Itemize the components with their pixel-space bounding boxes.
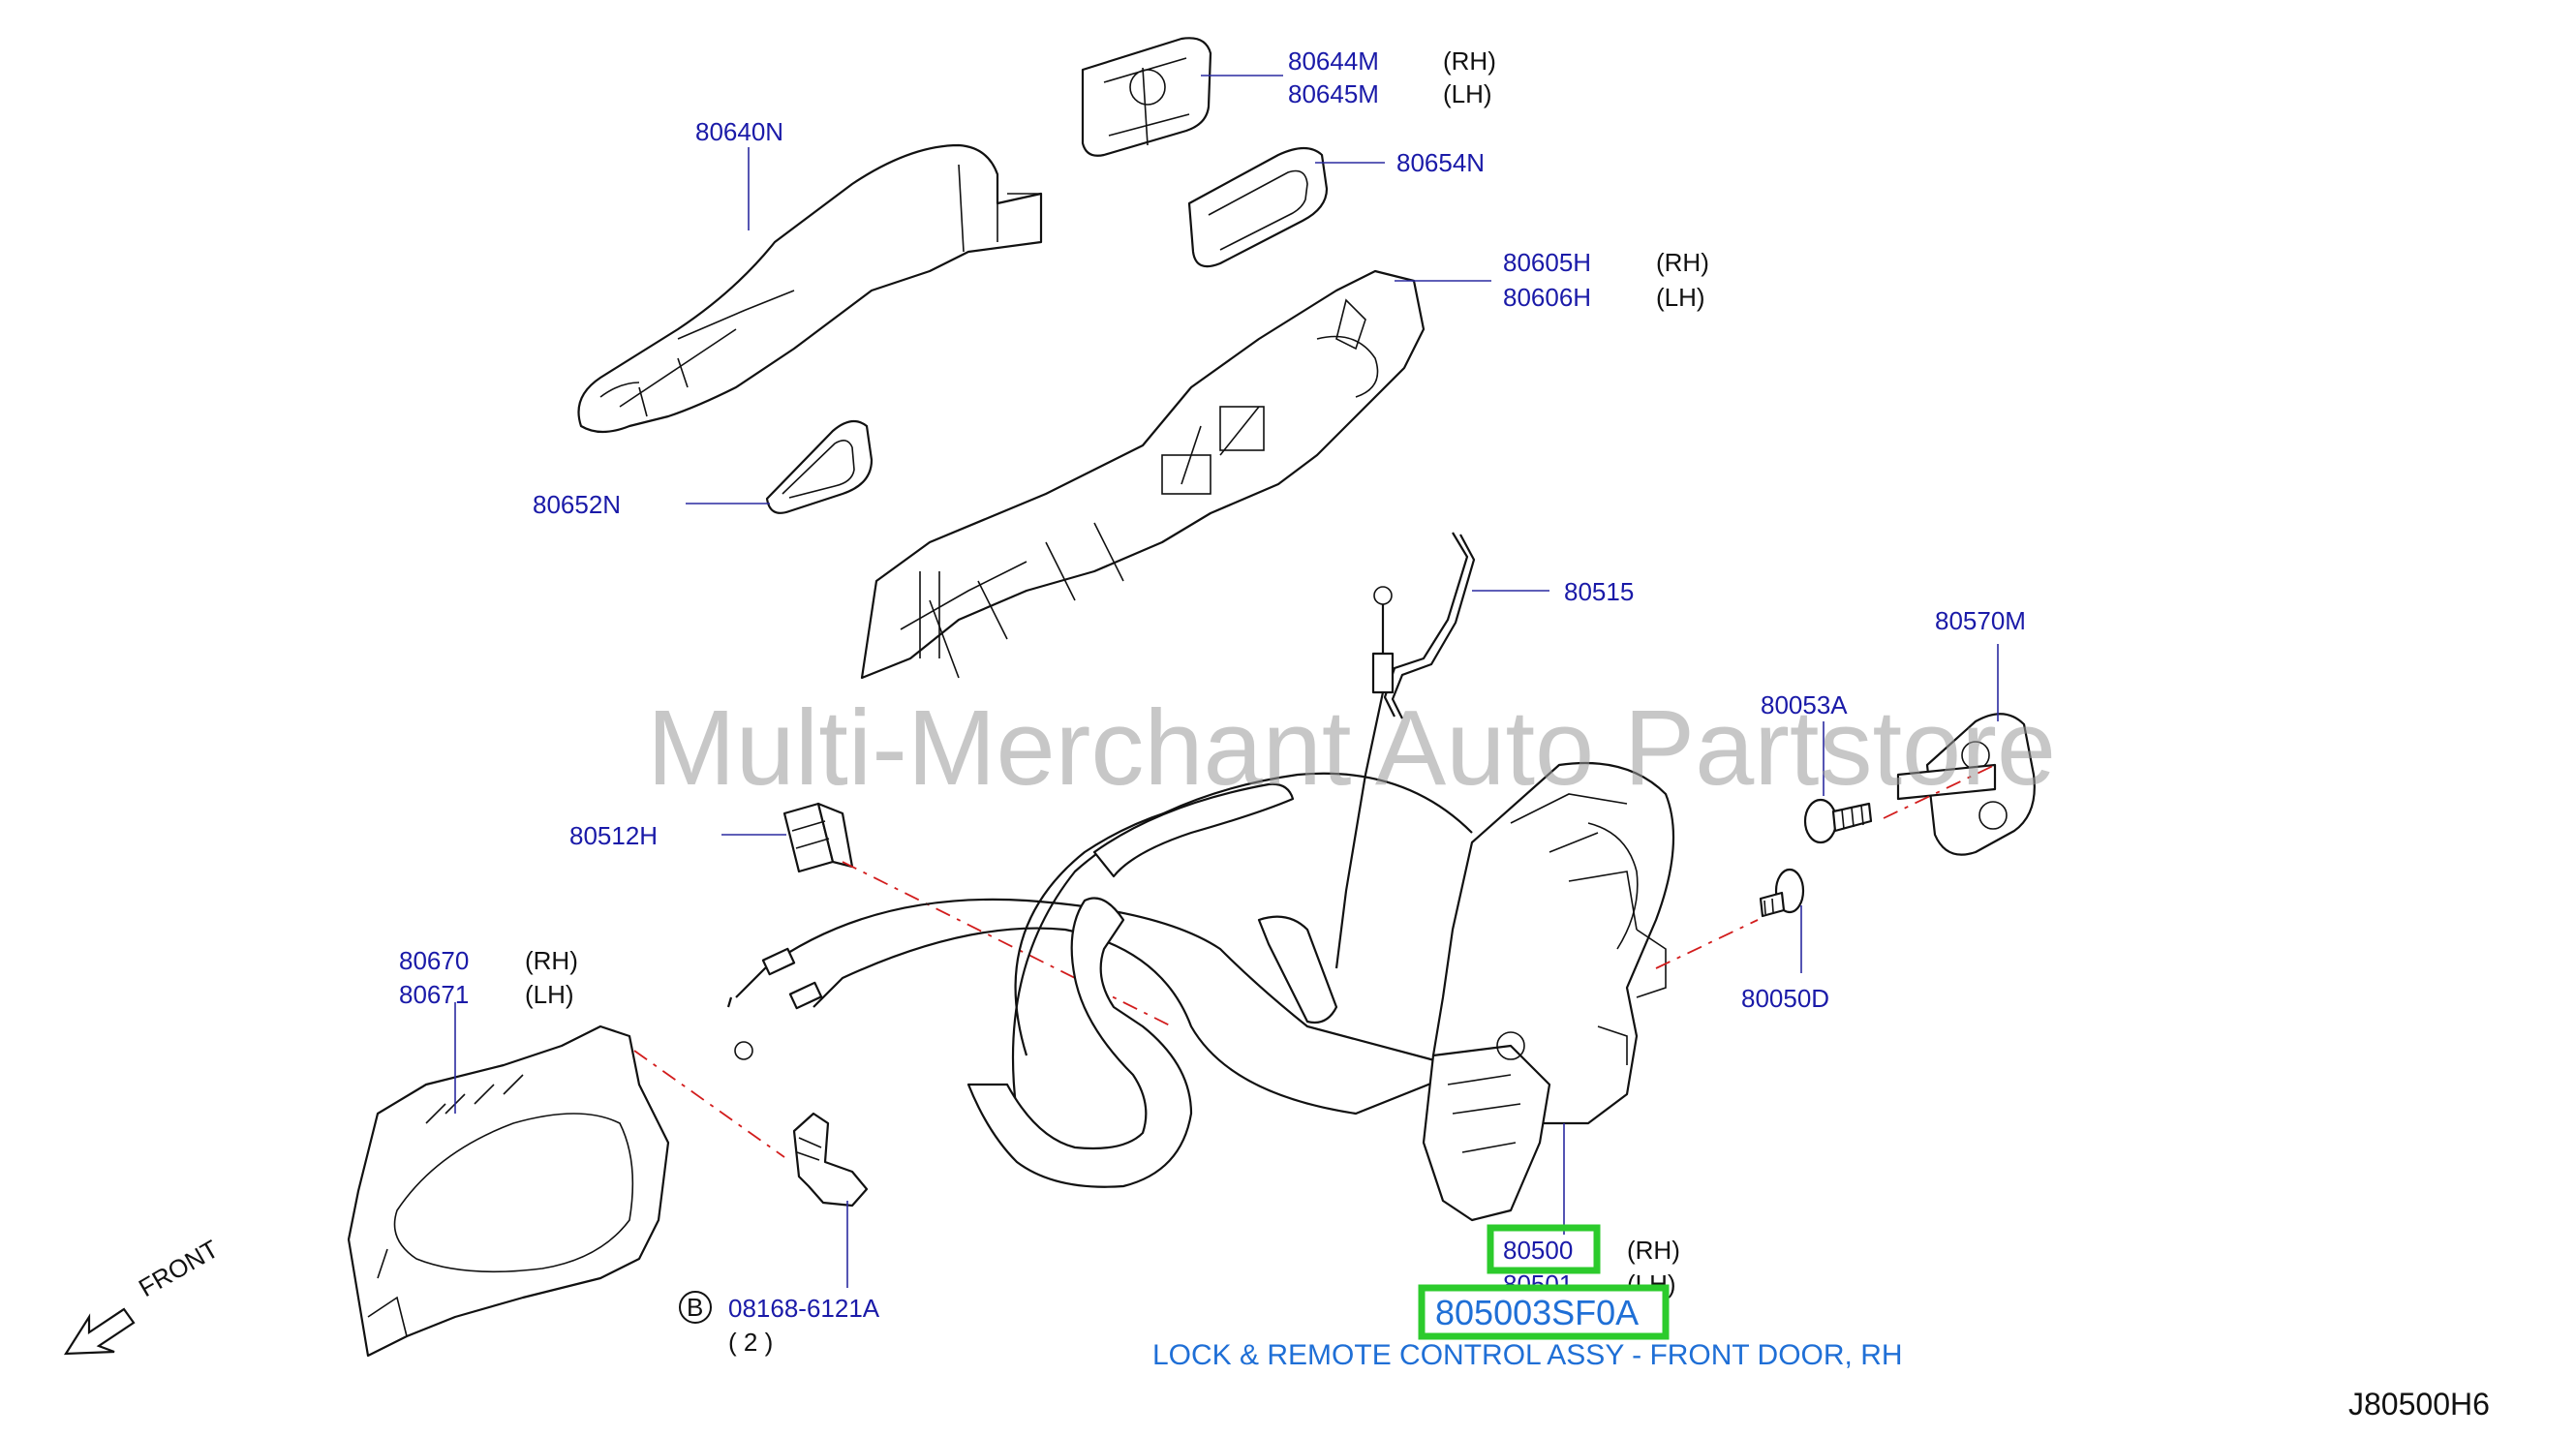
striker-80570M[interactable] (1896, 713, 2036, 856)
label-80645M[interactable]: 80645M (1288, 79, 1379, 108)
label-80515[interactable]: 80515 (1564, 577, 1634, 606)
label-80644M-side: (RH) (1443, 46, 1496, 76)
label-80654N[interactable]: 80654N (1396, 148, 1485, 177)
handle-cover-80644M[interactable] (1081, 37, 1212, 157)
escutcheon-80652N[interactable] (765, 419, 874, 514)
label-08168-qty: ( 2 ) (728, 1328, 773, 1357)
handle-bracket-80605H[interactable] (860, 269, 1426, 680)
label-80671-side: (LH) (525, 980, 574, 1009)
outside-handle-80640N[interactable] (577, 143, 1043, 434)
screw-80050D[interactable] (1759, 868, 1805, 918)
label-80570M[interactable]: 80570M (1935, 606, 2026, 635)
highlight-part-number (1418, 1284, 1670, 1340)
label-80670[interactable]: 80670 (399, 946, 469, 975)
screw-80053A[interactable] (1803, 798, 1873, 844)
label-80500-side: (RH) (1627, 1236, 1680, 1265)
rod-80515[interactable] (1383, 532, 1476, 719)
label-80671[interactable]: 80671 (399, 980, 469, 1009)
gasket-80654N[interactable] (1187, 146, 1329, 268)
label-80644M[interactable]: 80644M (1288, 46, 1379, 76)
connector-80512H[interactable] (782, 802, 854, 873)
centerline-connector (842, 861, 1173, 1027)
label-80053A[interactable]: 80053A (1761, 690, 1848, 719)
label-08168[interactable]: 08168-6121A (728, 1294, 880, 1323)
label-80500[interactable]: 80500 (1503, 1236, 1573, 1265)
front-label: FRONT (134, 1234, 224, 1302)
label-80606H-side: (LH) (1656, 283, 1705, 312)
centerline-bolt (633, 1050, 785, 1158)
label-80605H-side: (RH) (1656, 248, 1709, 277)
label-80652N[interactable]: 80652N (533, 490, 621, 519)
label-80605H[interactable]: 80605H (1503, 248, 1591, 277)
bolt-08168-6121A[interactable] (792, 1112, 869, 1208)
front-arrow-icon (63, 1307, 136, 1356)
cable-protector (966, 782, 1338, 1188)
label-80512H[interactable]: 80512H (569, 821, 658, 850)
centerline-lock-screw (1655, 919, 1759, 969)
lock-cables (726, 772, 1473, 1116)
label-80645M-side: (LH) (1443, 79, 1492, 108)
highlight-80500 (1487, 1224, 1601, 1274)
label-80640N[interactable]: 80640N (695, 117, 783, 146)
bolt-badge-circle (679, 1291, 712, 1324)
door-lock-assy-80500[interactable] (1422, 761, 1675, 1222)
label-80050D[interactable]: 80050D (1741, 984, 1829, 1013)
handle-cable (1334, 586, 1395, 969)
centerline-striker (1883, 764, 1996, 819)
watermark: Multi-Merchant Auto Partstore (647, 688, 2056, 808)
label-80606H[interactable]: 80606H (1503, 283, 1591, 312)
diagram-caption: LOCK & REMOTE CONTROL ASSY - FRONT DOOR,… (1152, 1339, 1903, 1371)
bolt-badge: B (687, 1293, 703, 1322)
drawing-code: J80500H6 (2348, 1387, 2490, 1422)
inside-handle-80670[interactable] (347, 1024, 670, 1358)
highlighted-part-number[interactable]: 805003SF0A (1435, 1293, 1639, 1332)
label-80670-side: (RH) (525, 946, 578, 975)
